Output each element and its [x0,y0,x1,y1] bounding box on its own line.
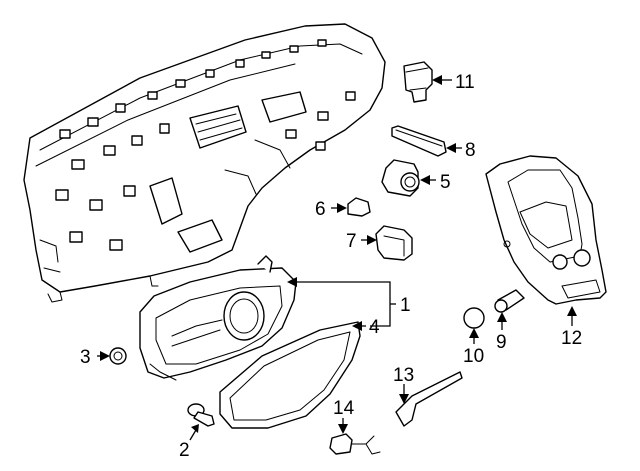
callout-2: 2 [179,440,190,461]
part-5-push-button-switch [381,159,420,197]
part-4-cluster-lens [219,321,361,429]
callout-12: 12 [561,328,582,349]
part-6-button [347,197,371,217]
callout-14: 14 [333,398,355,419]
callout-9: 9 [496,332,507,353]
callout-10: 10 [463,346,484,367]
part-13-bracket [395,371,463,427]
callout-7: 7 [346,231,357,252]
callout-leaders [97,75,577,441]
part-8-trim-strip [391,125,447,157]
part-11-switch [403,61,433,103]
part-9-socket [494,289,525,313]
instrument-panel-frame [23,23,386,303]
callout-3: 3 [80,347,91,368]
callout-4: 4 [369,317,380,338]
callout-13: 13 [393,365,414,386]
part-2-screw [187,403,215,427]
part-10-knob [463,307,485,329]
part-7-switch-module [375,225,413,261]
callout-11: 11 [455,72,475,93]
part-3-clip [109,347,127,365]
part-14-connector [329,433,381,455]
callout-5: 5 [440,172,451,193]
callout-6: 6 [315,199,326,220]
callout-1: 1 [400,295,411,316]
part-12-center-bezel [485,155,607,305]
part-1-instrument-cluster [139,255,297,381]
callout-8: 8 [465,140,476,161]
callout-labels: 11 8 5 6 7 1 4 3 2 10 9 12 13 14 [80,72,582,461]
